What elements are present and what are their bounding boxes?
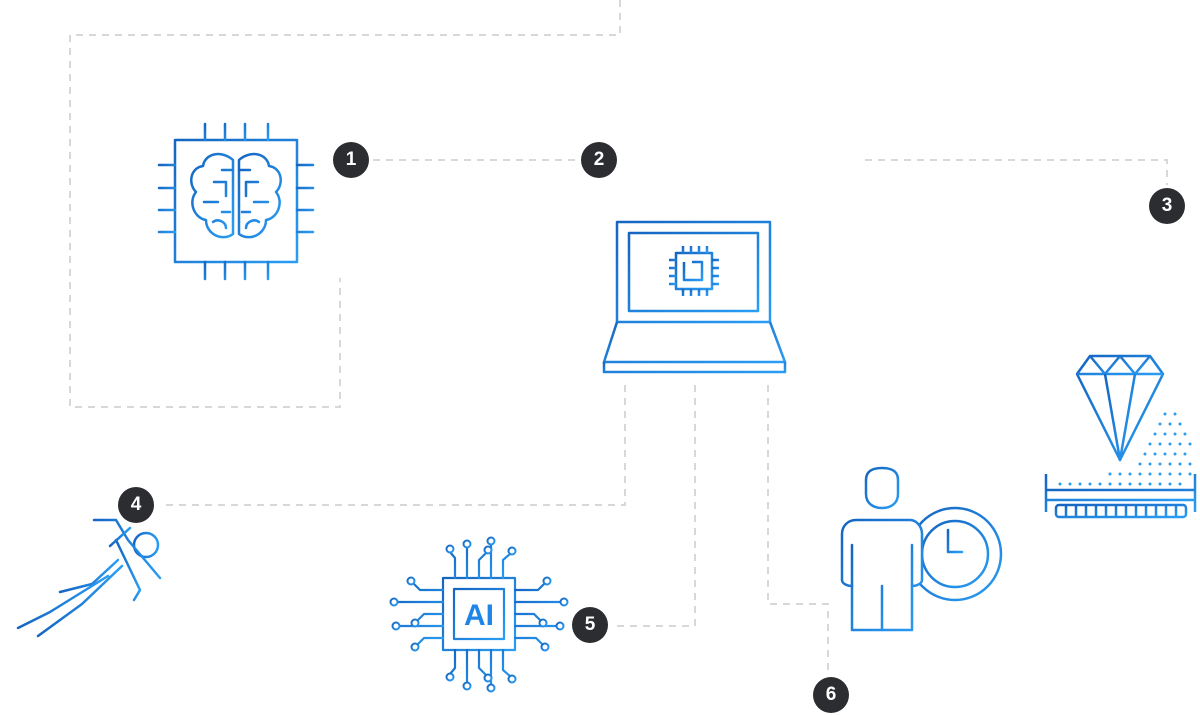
marker-6: 6 [813,677,849,713]
marker-1: 1 [333,142,369,178]
marker-2: 2 [581,142,617,178]
connector-2-3 [865,159,1168,185]
gem-light-dots [1058,412,1192,486]
connector-top-loop [69,0,621,408]
connector-laptop-5 [615,385,696,627]
marker-3: 3 [1149,188,1185,224]
marker-4: 4 [118,487,154,523]
connector-laptop-6 [767,385,829,672]
marker-5: 5 [572,607,608,643]
ai-chip-label: AI [464,599,494,632]
connector-laptop-4 [160,385,626,506]
